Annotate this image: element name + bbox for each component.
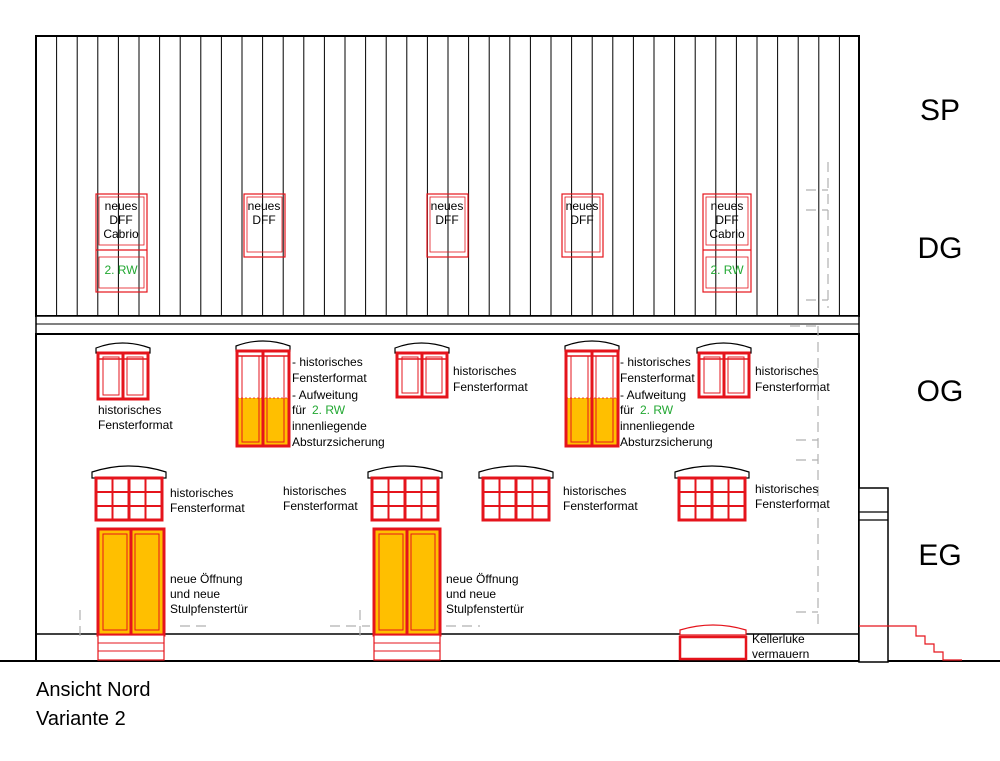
roof	[35, 35, 860, 335]
og-note-rw: 2. RW	[640, 403, 674, 417]
exterior-stairs	[859, 625, 962, 661]
dormer-label-line1: neues	[248, 199, 281, 213]
og-hist-label-line1: historisches	[453, 364, 516, 378]
dormer-2: neues DFF	[243, 193, 286, 258]
dormer-label-line2: DFF	[252, 213, 275, 227]
og-note-line6: Absturzsicherung	[292, 435, 385, 449]
eg-hist-label-line2: Fensterformat	[170, 501, 245, 515]
dormer-rw-label: 2. RW	[710, 263, 744, 277]
og-note-line5: innenliegende	[292, 419, 367, 433]
og-hist-label-line1: historisches	[98, 403, 161, 417]
eg-hist-label-line1: historisches	[283, 484, 346, 498]
og-note-line1: - historisches	[620, 355, 691, 369]
eg-door-label-line2: und neue	[170, 587, 220, 601]
dormer-label-line2: DFF	[570, 213, 593, 227]
eg-door-label-line1: neue Öffnung	[446, 572, 519, 586]
roof-seams	[56, 36, 840, 316]
og-window-1	[95, 342, 151, 401]
eg-hist-label-line2: Fensterformat	[283, 499, 358, 513]
hidden-structure-lines	[79, 162, 829, 636]
dormer-rw-label: 2. RW	[104, 263, 138, 277]
eg-hist-label-line2: Fensterformat	[563, 499, 638, 513]
og-window-enlarged-1	[235, 340, 291, 448]
og-note-line1: - historisches	[292, 355, 363, 369]
dormer-label-line1: neues	[105, 199, 138, 213]
floor-label-og: OG	[917, 375, 964, 408]
dormer-label-line3: Cabrio	[103, 227, 139, 241]
floor-label-sp: SP	[920, 94, 960, 127]
dormer-label-line2: DFF	[435, 213, 458, 227]
eg-hist-label-line1: historisches	[563, 484, 626, 498]
og-window-3	[696, 342, 752, 399]
floor-label-dg: DG	[918, 232, 963, 265]
eg-window-4	[674, 465, 750, 522]
eaves	[35, 315, 860, 335]
eg-hist-label-line1: historisches	[170, 486, 233, 500]
cellar-label-line2: vermauern	[752, 647, 809, 661]
og-note-line2: Fensterformat	[620, 371, 695, 385]
og-hist-label-line2: Fensterformat	[98, 418, 173, 432]
eg-door-label-line3: Stulpfenstertür	[446, 602, 524, 616]
eg-door-2	[372, 527, 442, 661]
dormer-1: neues DFF Cabrio 2. RW	[95, 193, 148, 293]
og-note-line5: innenliegende	[620, 419, 695, 433]
og-window-2	[394, 342, 450, 399]
drawing-title: Ansicht Nord	[36, 679, 151, 701]
eg-window-2	[367, 465, 443, 522]
og-note-1: - historisches Fensterformat - Aufweitun…	[292, 355, 385, 449]
eg-window-3	[478, 465, 554, 522]
eg-window-1	[91, 465, 167, 522]
dormer-label-line2: DFF	[715, 213, 738, 227]
og-note-line6: Absturzsicherung	[620, 435, 713, 449]
cellar-label-line1: Kellerluke	[752, 632, 805, 646]
og-hist-label-line1: historisches	[755, 364, 818, 378]
dormer-label-line2: DFF	[109, 213, 132, 227]
eg-door-1	[96, 527, 166, 661]
og-note-line3: - Aufweitung	[292, 388, 358, 402]
dormer-4: neues DFF	[561, 193, 604, 258]
dormer-label-line1: neues	[566, 199, 599, 213]
og-window-enlarged-2	[564, 340, 620, 448]
eg-windows	[91, 465, 750, 522]
og-hist-label-line2: Fensterformat	[755, 380, 830, 394]
dormer-label-line3: Cabrio	[709, 227, 745, 241]
side-annex	[858, 487, 889, 663]
og-note-rw: 2. RW	[312, 403, 346, 417]
eg-door-label-line3: Stulpfenstertür	[170, 602, 248, 616]
eg-door-label-line1: neue Öffnung	[170, 572, 243, 586]
og-note-line3: - Aufweitung	[620, 388, 686, 402]
eg-hist-label-line2: Fensterformat	[755, 497, 830, 511]
og-note-line4-prefix: für	[620, 403, 634, 417]
floor-label-eg: EG	[918, 539, 961, 572]
drawing-subtitle: Variante 2	[36, 708, 126, 730]
eg-door-label-line2: und neue	[446, 587, 496, 601]
dormer-label-line1: neues	[431, 199, 464, 213]
cellar-hatch	[678, 624, 748, 661]
og-note-2: - historisches Fensterformat - Aufweitun…	[620, 355, 713, 449]
og-hist-label-line2: Fensterformat	[453, 380, 528, 394]
eg-hist-label-line1: historisches	[755, 482, 818, 496]
dormer-5: neues DFF Cabrio 2. RW	[702, 193, 752, 293]
og-note-line4-prefix: für	[292, 403, 306, 417]
dormer-label-line1: neues	[711, 199, 744, 213]
og-note-line2: Fensterformat	[292, 371, 367, 385]
dormer-3: neues DFF	[426, 193, 469, 258]
